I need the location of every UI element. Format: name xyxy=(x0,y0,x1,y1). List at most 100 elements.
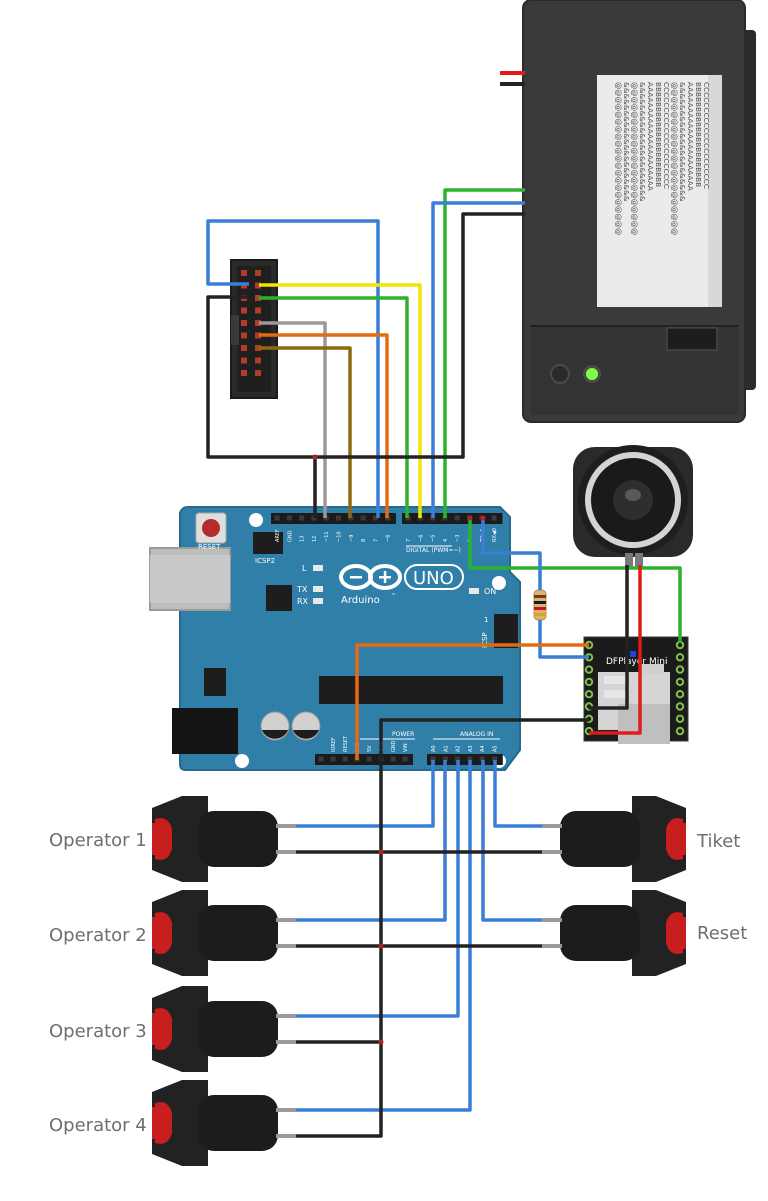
thermal-printer: @@@@@@@@@@@@@@@@@@@@@&&&&&&&&&&&&&&&&&&&… xyxy=(522,0,756,423)
printed-paper-text: @@@@@@@@@@@@@@@@@@@@@&&&&&&&&&&&&&&&&&&&… xyxy=(614,82,711,235)
pin-label: ~6 xyxy=(386,535,392,542)
pin-label: GND xyxy=(287,530,293,542)
arduino-pin xyxy=(342,756,348,762)
pin-label: 8 xyxy=(361,539,367,542)
pin-label: A5 xyxy=(493,745,499,752)
l-label: L xyxy=(302,564,307,573)
operator-1-button[interactable] xyxy=(152,796,296,882)
pin-label: ~9 xyxy=(349,535,355,542)
wire-junction xyxy=(480,515,486,521)
header-pin xyxy=(255,270,261,276)
header-pin xyxy=(241,307,247,314)
header-pin xyxy=(255,307,261,314)
reset-label-button: Reset xyxy=(697,923,748,944)
wire-blue-operator1 xyxy=(295,760,435,828)
idc-header-connector xyxy=(230,259,278,399)
wire-blue-header-loop xyxy=(206,219,380,518)
pin-label: IOREF xyxy=(331,737,337,752)
arduino-pin xyxy=(479,756,485,762)
icsp2-label: ICSP2 xyxy=(255,557,275,565)
led-tx xyxy=(313,586,323,592)
function-buttons xyxy=(542,796,686,976)
atmega328-chip xyxy=(319,676,503,704)
voltage-regulator xyxy=(204,668,226,696)
wire-black-dfplayer-gnd xyxy=(379,718,589,760)
pin-label: A2 xyxy=(456,745,462,752)
on-led xyxy=(469,588,479,594)
pin-label: AREF xyxy=(275,529,281,542)
wire-yellow-header xyxy=(259,283,422,518)
wires xyxy=(206,188,682,1138)
operator-4-button[interactable] xyxy=(152,1080,296,1166)
dfplayer-pin xyxy=(675,653,685,662)
pin-label: 12 xyxy=(312,536,318,542)
header-pin xyxy=(255,357,261,364)
icsp-label: ICSP xyxy=(481,632,489,648)
wire-blue-operator3 xyxy=(295,760,460,1018)
tiket-button[interactable] xyxy=(542,796,686,882)
pin-label: A3 xyxy=(468,745,474,752)
operator-3-button[interactable] xyxy=(152,986,296,1072)
operator-2-button[interactable] xyxy=(152,890,296,976)
arduino-pin xyxy=(467,756,473,762)
pin-label: 4 xyxy=(443,539,449,542)
paper-text-line: CCCCCCCCCCCCCCCCCCCCC xyxy=(702,82,711,189)
dfplayer-pin xyxy=(675,714,685,723)
wire-junction xyxy=(378,849,384,855)
dfplayer-pin xyxy=(584,677,594,687)
dfplayer-label: DFPlayer Mini xyxy=(606,657,667,667)
wire-blue-dfplayer-tx xyxy=(538,620,589,659)
power-label: POWER xyxy=(392,731,414,738)
led-rx xyxy=(313,598,323,604)
header-pin xyxy=(255,345,261,351)
operator-3-label: Operator 3 xyxy=(49,1021,147,1042)
wire-blue-operator2 xyxy=(295,760,447,922)
wire-blue-dfplayer-rx xyxy=(481,518,542,590)
pin-label: 5V xyxy=(367,745,373,752)
resistor xyxy=(533,589,547,621)
arduino-pin xyxy=(492,756,497,762)
paper-text-line: @@@@@@@@@@@@@@@@@@@@@ xyxy=(614,82,623,235)
paper-text-line: @@@@@@@@@@@@@@@@@@@@@ xyxy=(630,82,639,235)
reset-label: RESET xyxy=(198,543,221,551)
pin-label: GND xyxy=(391,740,397,752)
dfplayer-pin xyxy=(675,677,685,687)
arduino-pin xyxy=(318,756,324,762)
wire-black-speaker xyxy=(589,565,629,710)
arduino-pin xyxy=(390,756,396,762)
wire-black-header-gnd xyxy=(206,295,317,518)
pin-label: 7 xyxy=(406,539,412,542)
wire-blue-reset xyxy=(481,760,560,922)
dfplayer-pin xyxy=(675,702,685,711)
arduino-pin xyxy=(366,756,372,762)
wire-orange-header xyxy=(259,333,389,518)
header-pin xyxy=(255,320,261,326)
pin-label: ~6 xyxy=(418,535,424,542)
header-pin xyxy=(241,370,247,376)
header-pin xyxy=(255,282,261,289)
wire-green-dfplayer xyxy=(468,518,682,642)
reset-push-button[interactable] xyxy=(542,890,686,976)
speaker xyxy=(573,445,693,567)
pin-label: RESET xyxy=(343,735,349,752)
header-pin xyxy=(241,345,247,351)
paper-slot xyxy=(597,75,718,307)
paper-text-line: @@@@@@@@@@@@@@@@@@@@@ xyxy=(670,82,679,235)
operator-2-label: Operator 2 xyxy=(49,925,147,946)
power-jack xyxy=(172,708,238,754)
paper-text-line: BBBBBBBBBBBBBBBBBBBBB xyxy=(694,82,703,187)
icsp2-header xyxy=(253,532,283,554)
header-pin xyxy=(255,332,261,339)
led-l xyxy=(313,565,323,571)
paper-text-line: &&&&&&&&&&&&&&&&&&&&& xyxy=(638,82,647,202)
arduino-pin xyxy=(455,756,461,762)
header-pin xyxy=(241,320,247,326)
header-pin xyxy=(255,370,261,376)
wire-black-ground-bus xyxy=(295,760,383,1138)
paper-text-line: AAAAAAAAAAAAAAAAAAAAA xyxy=(686,82,695,191)
pin-label: RX◀0 xyxy=(492,528,498,542)
arduino-uno-board: RESET ICSP2 L TX RX UNO Arduino ™ ON ICS… xyxy=(149,506,521,771)
pin-label: ~3 xyxy=(455,535,461,542)
